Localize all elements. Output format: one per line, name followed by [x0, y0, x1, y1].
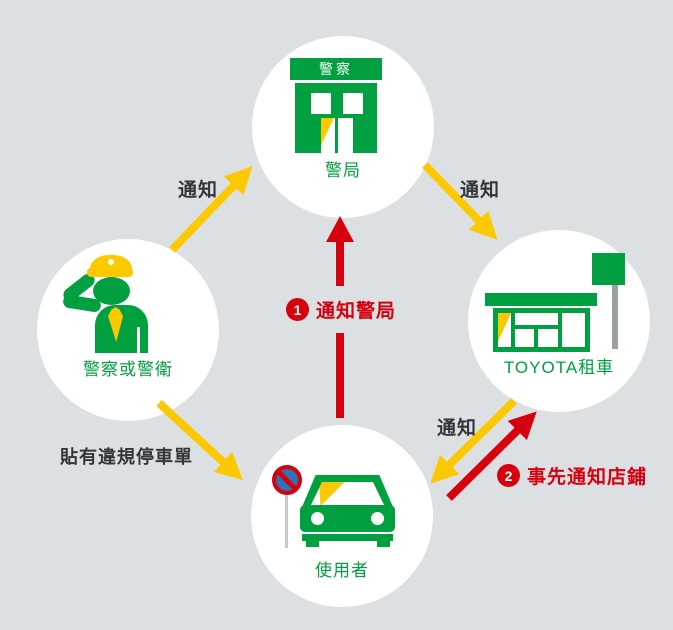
store-front-icon [493, 308, 590, 352]
car-wheel-icon [306, 541, 319, 547]
car-glass [310, 482, 385, 507]
step2-badge: 2 [497, 464, 520, 487]
store-roof-icon [485, 293, 597, 306]
toyota-store-caption: TOYOTA租車 [503, 358, 615, 377]
no-parking-sign-pole [285, 495, 288, 548]
officer-torso [95, 305, 148, 353]
door-icon [321, 118, 335, 153]
label-notify-officer-station: 通知 [178, 180, 219, 201]
window-icon [311, 93, 331, 114]
user-caption: 使用者 [315, 561, 369, 580]
police-station-building-icon [295, 83, 377, 153]
officer-head [93, 277, 130, 305]
label-notify-station-store: 通知 [460, 180, 501, 201]
door-highlight [321, 118, 334, 146]
node-user: 使用者 [251, 425, 433, 607]
car-glass-highlight [319, 482, 345, 506]
store-mullion [511, 313, 515, 347]
no-parking-sign-icon [272, 465, 302, 495]
node-toyota-store: TOYOTA租車 [468, 230, 650, 412]
officer-cap-emblem [108, 259, 114, 265]
label-notify-store-user: 通知 [437, 418, 478, 439]
car-windshield-icon [302, 475, 393, 507]
police-station-caption: 警局 [325, 161, 361, 180]
step1-badge: 1 [286, 298, 309, 321]
officer-arm-gap [137, 327, 140, 353]
officer-cap-brim [87, 268, 133, 277]
node-police-station: 警察 警局 [252, 36, 434, 218]
car-headlight-icon [371, 512, 384, 525]
store-signpost-pole [612, 285, 618, 349]
step2-text: 事先通知店鋪 [527, 467, 648, 488]
no-parking-stripe [276, 469, 298, 491]
node-officer: 警察或警衛 [37, 239, 219, 421]
car-wheel-icon [377, 541, 390, 547]
label-step1-notify-police: 1 通知警局 [286, 296, 396, 323]
label-parking-ticket: 貼有違規停車單 [60, 447, 193, 467]
store-window-bar [534, 329, 538, 347]
door-icon [338, 118, 353, 153]
store-signboard-icon [592, 253, 625, 285]
store-door [498, 313, 511, 347]
step1-text: 通知警局 [316, 301, 397, 322]
window-icon [343, 93, 363, 114]
store-window-bar [515, 325, 558, 329]
car-headlight-icon [311, 512, 324, 525]
label-step2-notify-store: 2 事先通知店鋪 [497, 462, 647, 489]
car-bumper-icon [302, 534, 393, 541]
police-station-sign: 警察 [290, 58, 382, 80]
store-door-highlight [498, 313, 511, 342]
store-mullion [558, 313, 562, 347]
officer-caption: 警察或警衛 [83, 360, 173, 379]
